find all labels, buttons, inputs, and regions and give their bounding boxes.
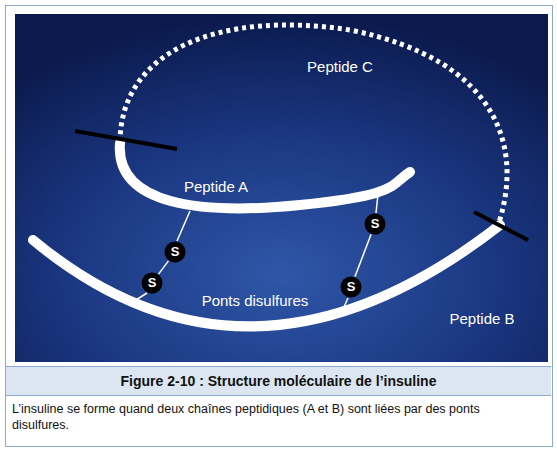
- part-label: Ponts disulfures: [202, 292, 309, 309]
- atom-symbol: S: [364, 213, 386, 235]
- sulfur-atom: S: [164, 241, 186, 263]
- background-panel: [15, 14, 548, 362]
- part-label: Peptide C: [307, 58, 373, 75]
- sulfur-atom: S: [340, 276, 362, 298]
- figure-title: Figure 2-10 : Structure moléculaire de l…: [6, 366, 551, 396]
- peptide-c-chain: [120, 25, 507, 228]
- disulfide-bond: [355, 234, 371, 276]
- atom-symbol: S: [164, 241, 186, 263]
- peptide-b-chain: [33, 225, 500, 326]
- part-label: Peptide A: [184, 178, 248, 195]
- bridge-leaders: [136, 194, 378, 316]
- figure-caption: L’insuline se forme quand deux chaînes p…: [12, 401, 492, 433]
- part-label: Peptide B: [449, 310, 514, 327]
- atom-symbol: S: [141, 272, 163, 294]
- atom-symbol: S: [340, 276, 362, 298]
- peptide-a-chain: [120, 143, 410, 208]
- cleavage-mark: [75, 131, 177, 149]
- sulfur-atom: S: [364, 213, 386, 235]
- cleavage-mark: [474, 212, 528, 240]
- disulfide-bond: [159, 261, 169, 274]
- sulfur-atom: S: [141, 272, 163, 294]
